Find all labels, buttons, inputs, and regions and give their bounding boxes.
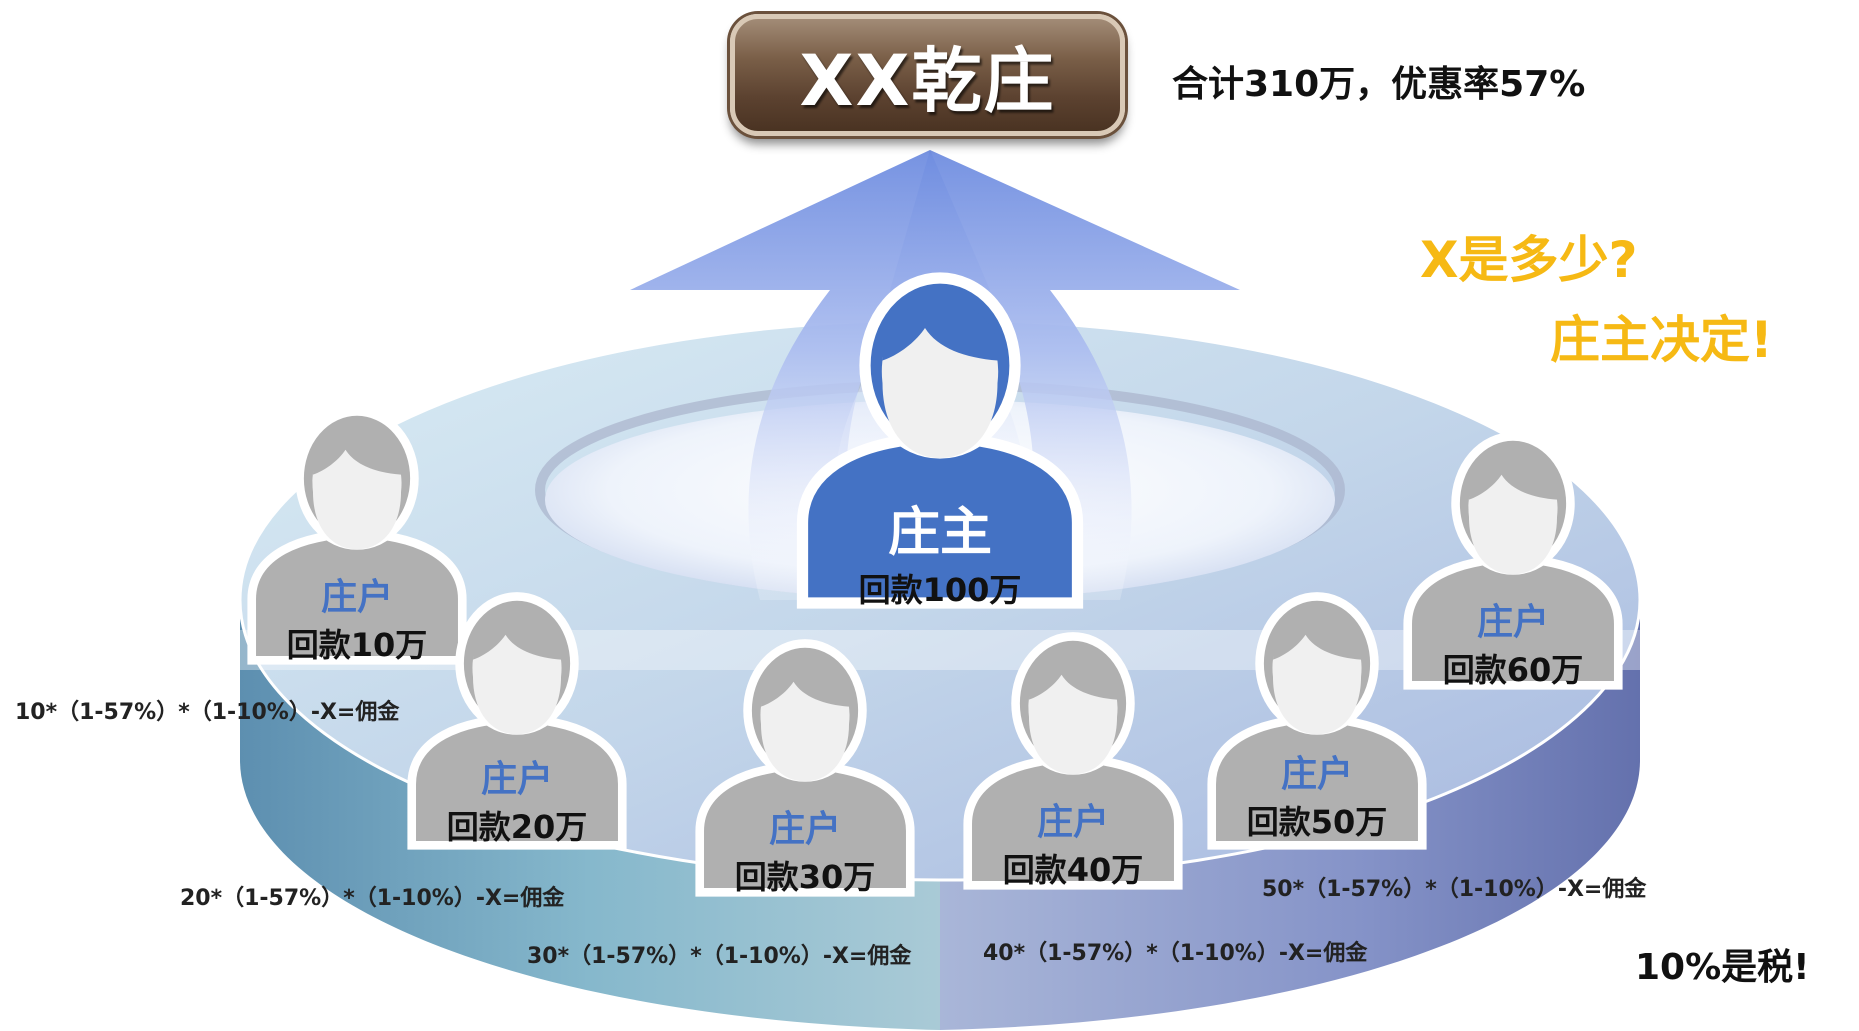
boss-amount: 回款100万 [858,571,1022,609]
member-amount: 回款30万 [734,858,876,896]
boss-card: 庄主 回款100万 [790,258,1090,618]
question-line-1: X是多少? [1420,231,1638,289]
member-amount: 回款20万 [446,808,588,846]
arrow-up-right [890,150,1240,600]
boss-role: 庄主 [887,503,992,563]
question-line-2: 庄主决定! [1550,311,1773,369]
formula-30: 30*（1-57%）*（1-10%）-X=佣金 [527,944,912,969]
member-amount: 回款40万 [1002,851,1144,889]
member-role: 庄户 [480,759,553,800]
tax-note: 10%是税! [1635,947,1810,988]
member-role: 庄户 [320,577,393,618]
member-role: 庄户 [1280,754,1353,795]
member-amount: 回款50万 [1246,803,1388,841]
member-amount: 回款10万 [286,626,428,664]
member-card-3: 庄户 回款30万 [690,632,920,900]
member-role: 庄户 [1476,602,1549,643]
title-plate: XX乾庄 [730,14,1125,136]
formula-10: 10*（1-57%）*（1-10%）-X=佣金 [15,700,400,725]
member-card-2: 庄户 回款20万 [402,585,632,853]
formula-20: 20*（1-57%）*（1-10%）-X=佣金 [180,886,565,911]
member-card-6: 庄户 回款60万 [1398,425,1628,693]
member-amount: 回款60万 [1442,651,1584,689]
member-card-1: 庄户 回款10万 [242,400,472,668]
member-card-4: 庄户 回款40万 [958,625,1188,893]
member-role: 庄户 [1036,802,1109,843]
page-title: XX乾庄 [799,39,1056,122]
member-card-5: 庄户 回款50万 [1202,585,1432,853]
formula-40: 40*（1-57%）*（1-10%）-X=佣金 [983,941,1368,966]
formula-50: 50*（1-57%）*（1-10%）-X=佣金 [1262,877,1647,902]
member-role: 庄户 [768,809,841,850]
summary-text: 合计310万，优惠率57% [1172,64,1586,105]
